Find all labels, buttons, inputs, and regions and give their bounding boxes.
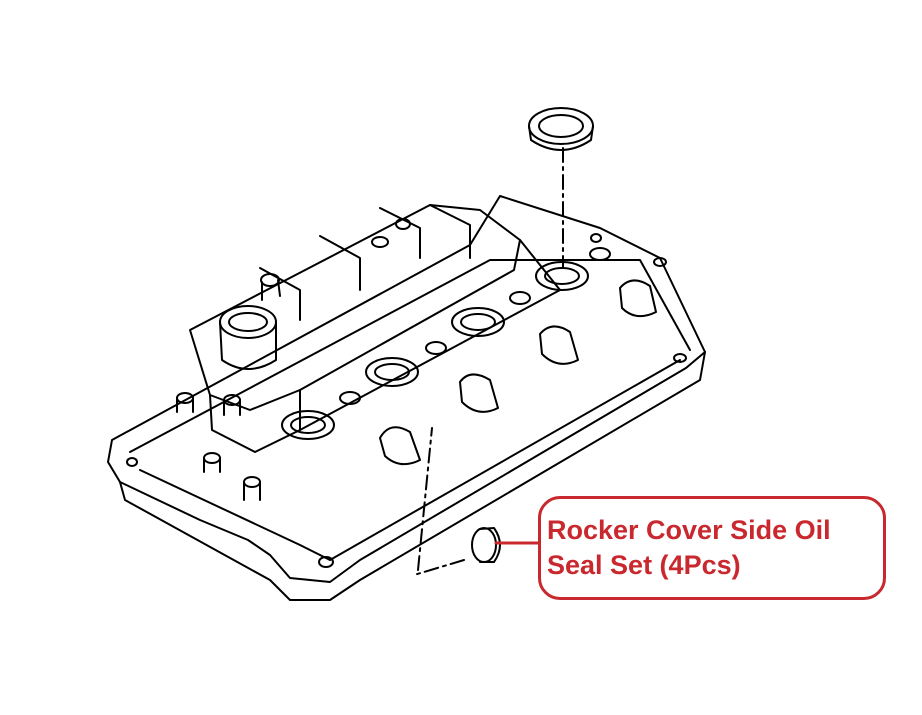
- callout-box: Rocker Cover Side Oil Seal Set (4Pcs): [538, 496, 886, 600]
- breather-pipe: [260, 273, 281, 301]
- callout-line-1: Rocker Cover Side Oil: [547, 515, 831, 545]
- spark-plug-holes: [281, 261, 589, 440]
- cam-side-lobes: [379, 279, 657, 466]
- oil-filler-neck: [219, 305, 277, 370]
- rocker-cover-body: [107, 195, 706, 601]
- callout-line-2: Seal Set (4Pcs): [547, 550, 741, 580]
- side-oil-seal: [471, 527, 501, 563]
- side-seal-centerline: [413, 427, 465, 576]
- bolt-bosses: [126, 218, 687, 568]
- gasket-holes: [339, 247, 611, 405]
- top-oil-seal: [528, 107, 594, 151]
- callout-label: Rocker Cover Side Oil Seal Set (4Pcs): [547, 513, 877, 583]
